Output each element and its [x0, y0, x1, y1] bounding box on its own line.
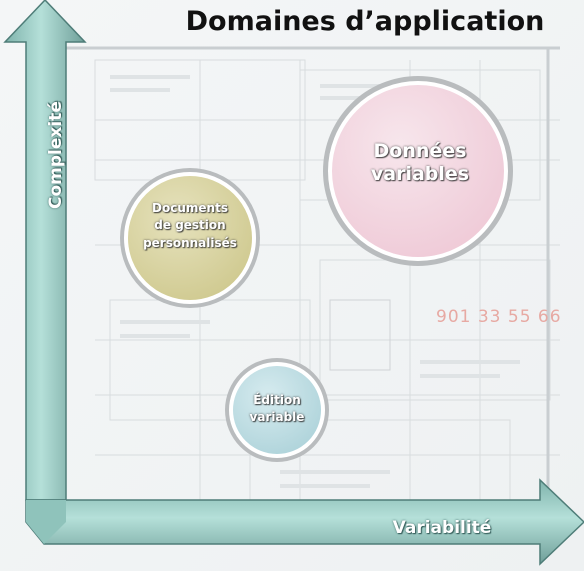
bubble-label-line: Documents — [152, 201, 228, 215]
x-axis-label: Variabilité — [392, 518, 492, 538]
bubble-label-line: de gestion — [154, 218, 226, 233]
bubble-label-line: variables — [370, 162, 470, 185]
bubble-label-edition: Édition variable — [228, 392, 326, 427]
bubble-label-documents: Documents de gestion personnalisés — [122, 200, 258, 252]
bubble-label-donnees: Données variables — [340, 140, 500, 186]
bubble-label-line: Données — [373, 140, 467, 162]
bubble-label-line: Édition — [253, 393, 301, 407]
frame-lines — [60, 46, 560, 500]
bubble-label-line: personnalisés — [143, 235, 237, 250]
bubble-donnees-variables — [323, 76, 513, 266]
x-axis-arrow — [25, 478, 584, 566]
y-axis-label: Complexité — [46, 101, 66, 209]
bubble-documents-gestion — [120, 168, 260, 308]
background-phone-number: 901 33 55 66 — [436, 307, 562, 327]
background-text-lines — [110, 75, 520, 488]
bubble-label-line: variable — [249, 410, 305, 425]
diagram-title: Domaines d’application — [185, 6, 545, 37]
bubble-edition-variable — [225, 358, 329, 462]
